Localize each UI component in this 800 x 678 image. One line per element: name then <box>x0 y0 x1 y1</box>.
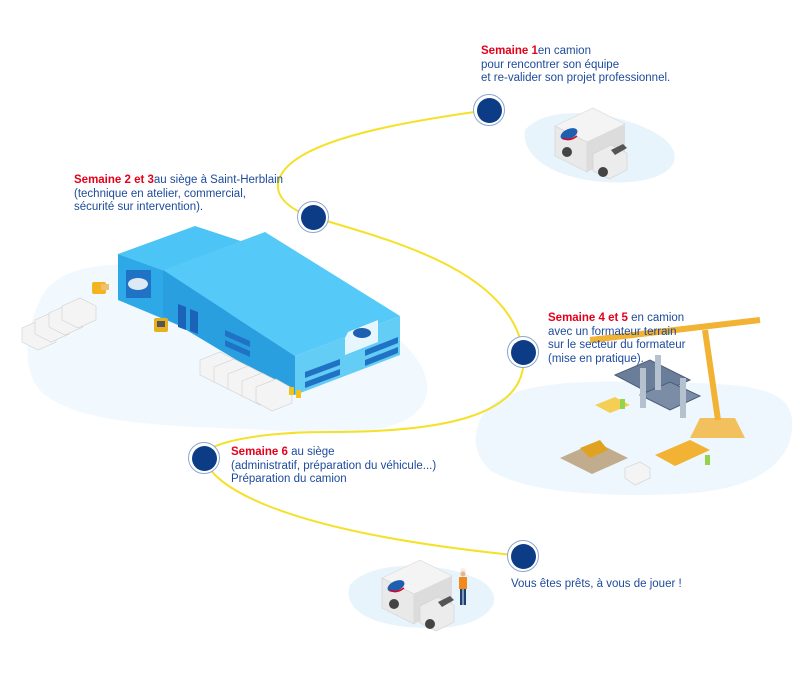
step-dot <box>300 204 326 230</box>
step-5-line-1: Vous êtes prêts, à vous de jouer ! <box>511 578 682 590</box>
construction-ground-blob <box>475 381 793 495</box>
step-2-line-2: (technique en atelier, commercial, <box>74 187 246 200</box>
step-3-highlight: Semaine 4 et 5 <box>548 312 628 324</box>
truck-fleet-left <box>21 297 97 351</box>
step-4-line-2: (administratif, préparation du véhicule.… <box>231 459 437 472</box>
step-1-label: Semaine 1en camion pour rencontrer son é… <box>481 45 670 86</box>
delivery-truck-1 <box>554 107 628 180</box>
step-node-3[interactable] <box>507 336 539 368</box>
step-2-highlight: Semaine 2 et 3 <box>74 174 154 186</box>
step-1-line-2: pour rencontrer son équipe <box>481 58 620 71</box>
forklift-2 <box>154 318 168 332</box>
step-4-line-1: au siège <box>287 446 335 458</box>
truck-fleet-front <box>199 351 293 412</box>
step-2-line-3: sécurité sur intervention). <box>74 201 204 213</box>
step-node-4[interactable] <box>188 442 220 474</box>
step-4-highlight: Semaine 6 <box>231 446 288 458</box>
step-3-line-3: sur le secteur du formateur <box>548 339 686 351</box>
technician-figure <box>459 568 467 605</box>
forklift-1 <box>92 282 109 294</box>
step-dot <box>510 339 536 365</box>
step-1-line-1: en camion <box>537 45 591 57</box>
step-node-1[interactable] <box>473 94 505 126</box>
barrels <box>289 387 301 398</box>
step-dot <box>191 445 217 471</box>
step-3-label: Semaine 4 et 5 en camion avec un formate… <box>548 312 685 366</box>
step-4-line-3: Préparation du camion <box>231 473 347 485</box>
step-5-label: Vous êtes prêts, à vous de jouer ! <box>511 578 682 592</box>
step-1-highlight: Semaine 1 <box>481 45 538 57</box>
step-1-line-3: et re-valider son projet professionnel. <box>481 72 671 84</box>
step-2-line-1: au siège à Saint-Herblain <box>153 174 284 186</box>
step-dot <box>476 97 502 123</box>
delivery-truck-2 <box>381 559 455 632</box>
headquarters-building <box>118 226 400 395</box>
step-2-label: Semaine 2 et 3au siège à Saint-Herblain … <box>74 174 283 215</box>
step-3-line-4: (mise en pratique). <box>548 352 644 365</box>
step-4-label: Semaine 6 au siège (administratif, prépa… <box>231 446 436 487</box>
step-node-5[interactable] <box>507 540 539 572</box>
step-3-line-1: en camion <box>627 312 685 324</box>
step-dot <box>510 543 536 569</box>
step-node-2[interactable] <box>297 201 329 233</box>
step-3-line-2: avec un formateur terrain <box>548 325 677 338</box>
construction-site <box>560 317 761 486</box>
